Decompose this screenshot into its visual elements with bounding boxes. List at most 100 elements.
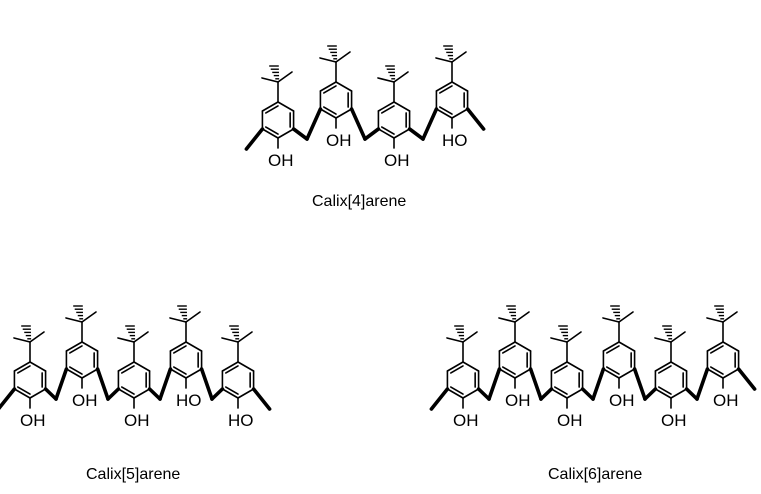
methyl-bond xyxy=(237,331,253,343)
methyl-bond xyxy=(65,317,83,323)
phenol-unit xyxy=(319,45,353,119)
ring-bond xyxy=(29,388,47,399)
methyl-bond xyxy=(117,337,135,343)
ring-bond xyxy=(185,341,203,352)
phenol-unit xyxy=(65,305,99,379)
methyl-bond xyxy=(550,337,568,343)
methyl-bond xyxy=(446,337,464,343)
ring-bond xyxy=(706,341,724,352)
hydroxyl-label: HO xyxy=(228,411,254,430)
methylene-bridge xyxy=(580,387,595,401)
methyl-bond xyxy=(722,311,738,323)
ring-bond xyxy=(117,388,135,399)
ring-bond xyxy=(435,108,453,119)
ring-bond xyxy=(722,341,740,352)
ring-bond xyxy=(462,361,480,372)
double-bond xyxy=(69,366,83,375)
methylene-bridge xyxy=(106,387,121,401)
methyl-bond xyxy=(221,337,239,343)
ring-bond xyxy=(117,361,135,372)
ring-bond xyxy=(498,341,516,352)
hydroxyl-label: HO xyxy=(176,391,202,410)
ring-bond xyxy=(602,341,620,352)
methylene-bridge xyxy=(199,367,214,401)
methyl-bond xyxy=(185,311,201,323)
methylene-bridge xyxy=(487,367,502,401)
ring-bond xyxy=(13,388,31,399)
methyl-bond xyxy=(706,317,724,323)
hydroxyl-label: OH xyxy=(661,411,687,430)
double-bond xyxy=(225,386,239,395)
methylene-bridge xyxy=(363,127,381,141)
methylene-bridge xyxy=(210,387,225,401)
ring-bond xyxy=(29,361,47,372)
phenol-unit xyxy=(169,305,203,379)
ring-bond xyxy=(261,101,279,112)
methylene-bridge xyxy=(684,387,699,401)
ring-bond xyxy=(602,368,620,379)
ring-bond xyxy=(169,341,187,352)
phenol-unit xyxy=(377,65,411,139)
ring-bond xyxy=(13,361,31,372)
double-bond xyxy=(323,85,337,94)
ring-bond xyxy=(706,368,724,379)
ring-bond xyxy=(335,81,353,92)
hydroxyl-label: OH xyxy=(20,411,46,430)
double-bond xyxy=(658,365,672,374)
methylene-bridge xyxy=(591,367,606,401)
methyl-bond xyxy=(514,311,530,323)
methyl-bond xyxy=(81,311,97,323)
methylene-bridge xyxy=(43,387,58,401)
double-bond xyxy=(17,386,31,395)
ring-bond xyxy=(377,128,395,139)
double-bond xyxy=(121,365,135,374)
methyl-bond xyxy=(435,57,453,63)
ring-bond xyxy=(393,101,411,112)
ring-bond xyxy=(169,368,187,379)
double-bond xyxy=(265,126,279,135)
ring-bond xyxy=(451,108,469,119)
hydroxyl-label: OH xyxy=(713,391,739,410)
phenol-unit xyxy=(706,305,740,379)
ring-bond xyxy=(435,81,453,92)
methylene-bridge xyxy=(349,107,367,141)
hydroxyl-label: OH xyxy=(557,411,583,430)
methyl-bond xyxy=(618,311,634,323)
ring-bond xyxy=(277,128,295,139)
ring-bond xyxy=(81,341,99,352)
ring-bond xyxy=(550,388,568,399)
methylene-bridge xyxy=(465,107,486,131)
ring-bond xyxy=(514,341,532,352)
methyl-bond xyxy=(602,317,620,323)
ring-bond xyxy=(319,81,337,92)
methylene-bridge xyxy=(0,387,17,410)
double-bond xyxy=(381,126,395,135)
methylene-bridge xyxy=(305,107,323,141)
double-bond xyxy=(450,386,464,395)
ring-bond xyxy=(261,128,279,139)
methyl-bond xyxy=(13,337,31,343)
ring-bond xyxy=(65,368,83,379)
double-bond xyxy=(323,106,337,115)
phenol-unit xyxy=(446,325,480,399)
methyl-bond xyxy=(498,317,516,323)
hydroxyl-label: OH xyxy=(268,151,294,170)
methyl-bond xyxy=(393,71,409,83)
hydroxyl-label: OH xyxy=(326,131,352,150)
methylene-bridge xyxy=(539,387,554,401)
ring-bond xyxy=(618,341,636,352)
phenol-unit xyxy=(117,325,151,399)
methylene-bridge xyxy=(736,367,757,391)
ring-bond xyxy=(221,361,239,372)
methylene-bridge xyxy=(643,387,658,401)
ring-bond xyxy=(618,368,636,379)
methylene-bridge xyxy=(429,387,450,411)
double-bond xyxy=(606,366,620,375)
ring-bond xyxy=(335,108,353,119)
double-bond xyxy=(502,345,516,354)
double-bond xyxy=(69,345,83,354)
ring-bond xyxy=(81,368,99,379)
methylene-bridge xyxy=(421,107,439,141)
